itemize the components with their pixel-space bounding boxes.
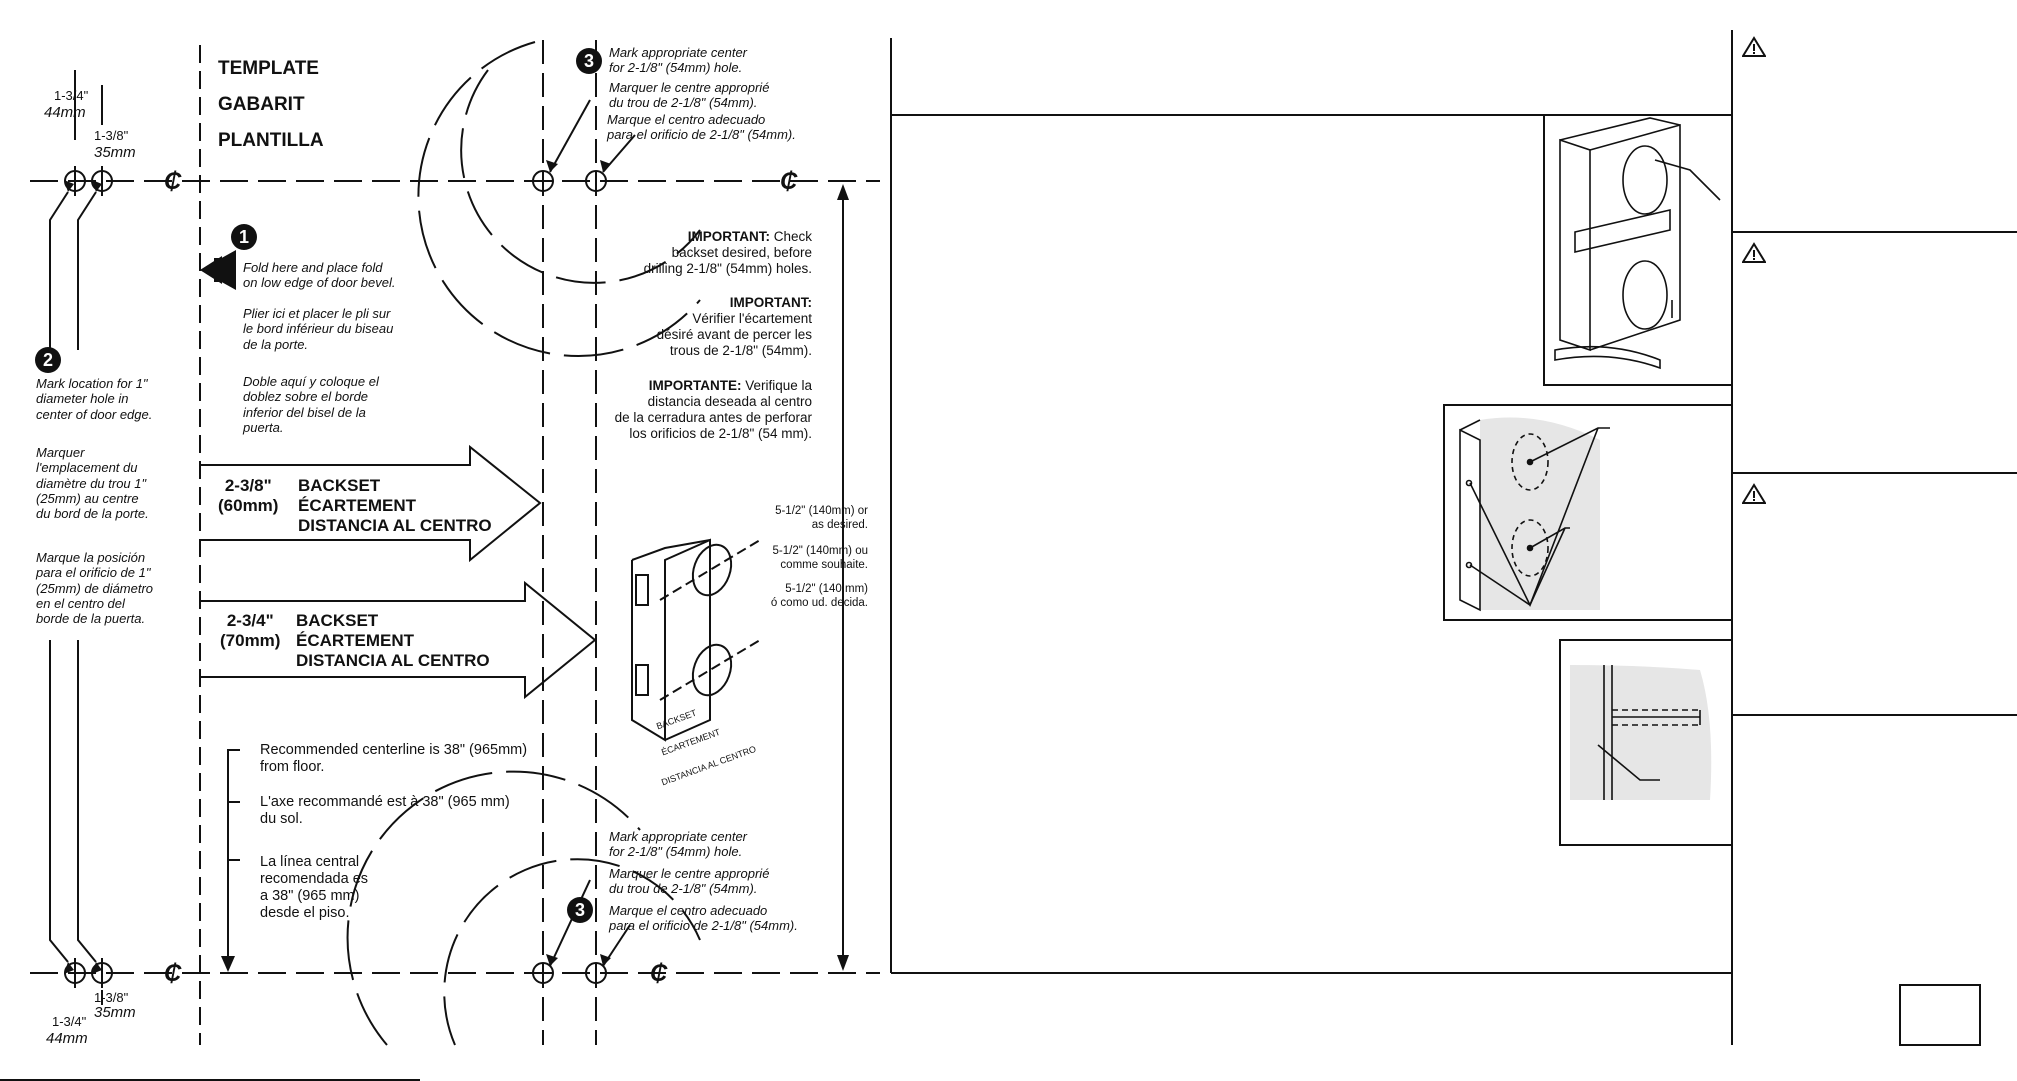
step-3-top-badge: 3 [576, 48, 602, 74]
edge-dim-b-bottom-mm: 35mm [94, 1004, 136, 1021]
edge-dim-b-top: 1-3/8" [94, 128, 129, 143]
spacing-fr: 5-1/2" (140mm) ou comme souhaite. [772, 545, 868, 571]
step-2-text-fr: Marquer l'emplacement du diamètre du tro… [36, 445, 149, 522]
top-hole-outline [417, 41, 701, 357]
backset70-size: 2-3/4" (70mm) [220, 611, 281, 651]
important-fr: IMPORTANT: Vérifier l'écartement désiré … [656, 295, 812, 358]
centerline-es: La línea central recomendada es a 38" (9… [260, 854, 369, 922]
step-3-bottom-text-es: Marque el centro adecuado para el orific… [609, 903, 798, 934]
backset60-size: 2-3/8" (60mm) [218, 476, 279, 516]
step-3-top-text-fr: Marquer le centre approprié du trou de 2… [609, 80, 770, 111]
title-fr: GABARIT [218, 94, 305, 115]
backset70-arrow-outline [200, 580, 597, 700]
step-1-text-fr: Plier ici et placer le pli sur le bord i… [243, 306, 394, 352]
bottom-hole-outline [346, 770, 641, 1046]
step-2-text-es: Marque la posición para el orificio de 1… [36, 550, 154, 627]
warning-icon [1742, 36, 1766, 57]
step-3-bottom-badge: 3 [567, 897, 593, 923]
bottom-hole-inner [443, 858, 701, 1046]
edge-dim-a-bottom-mm: 44mm [46, 1030, 88, 1047]
title-es: PLANTILLA [218, 130, 324, 151]
step-3-bottom-text-en: Mark appropriate center for 2-1/8" (54mm… [609, 829, 748, 860]
edge-dim-a-top-mm: 44mm [44, 104, 86, 121]
centerline-fr: L'axe recommandé est à 38" (965 mm) du s… [260, 794, 510, 828]
page-number-box [1899, 984, 1981, 1046]
edge-dim-a-bottom: 1-3/4" [52, 1014, 87, 1029]
centerline-en: Recommended centerline is 38" (965mm) fr… [260, 742, 528, 776]
warning-icon [1742, 242, 1766, 263]
centerline-symbol: ₵ [164, 168, 182, 195]
edge-dim-b-top-mm: 35mm [94, 144, 136, 161]
centerline-symbol: ₵ [780, 168, 798, 195]
step-3-bottom-text-fr: Marquer le centre approprié du trou de 2… [609, 866, 770, 897]
important-en: IMPORTANT: Check backset desired, before… [643, 229, 812, 276]
centerline-symbol: ₵ [650, 960, 668, 987]
edge-dim-b-bottom: 1-3/8" [94, 990, 129, 1005]
backset60-labels: BACKSET ÉCARTEMENT DISTANCIA AL CENTRO [298, 476, 492, 536]
edge-dim-a-top: 1-3/4" [54, 88, 89, 103]
spacing-en: 5-1/2" (140mm) or as desired. [775, 505, 868, 531]
step-2-text-en: Mark location for 1" diameter hole in ce… [36, 376, 153, 422]
door-figure [631, 538, 711, 742]
backset70-labels: BACKSET ÉCARTEMENT DISTANCIA AL CENTRO [296, 611, 490, 671]
title-en: TEMPLATE [218, 58, 319, 79]
centerline-symbol: ₵ [164, 960, 182, 987]
step-3-top-text-es: Marque el centro adecuado para el orific… [607, 112, 796, 143]
step-1-badge: 1 [231, 224, 257, 250]
backset60-arrow-outline [200, 444, 542, 563]
warning-icon [1742, 483, 1766, 504]
step-1-text-es: Doble aquí y coloque el doblez sobre el … [243, 374, 379, 435]
spacing-es: 5-1/2" (140 mm) ó como ud. decida. [770, 583, 868, 609]
step-2-badge: 2 [35, 347, 61, 373]
step-1-text-en: Fold here and place fold on low edge of … [243, 260, 396, 291]
top-hole-inner [460, 69, 701, 284]
important-es: IMPORTANTE: Verifique la distancia desea… [614, 378, 812, 441]
step-3-top-text-en: Mark appropriate center for 2-1/8" (54mm… [609, 45, 748, 76]
